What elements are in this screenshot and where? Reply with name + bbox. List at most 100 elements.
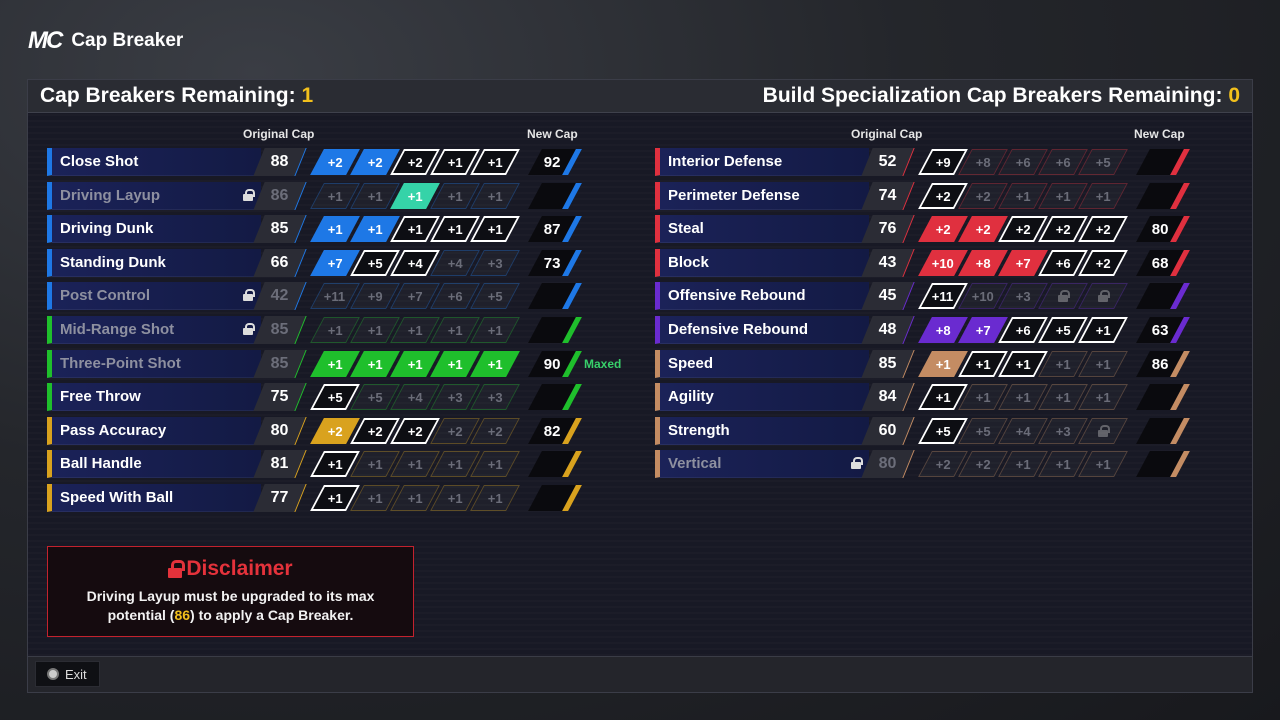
original-cap-value: 80 — [253, 416, 307, 445]
attribute-name-text: Defensive Rebound — [668, 321, 809, 338]
new-cap-value — [528, 317, 582, 343]
pill-value: +1 — [447, 188, 463, 204]
original-cap-text: 77 — [270, 489, 289, 506]
lock-icon — [851, 457, 863, 470]
pill-value: +1 — [327, 221, 343, 237]
original-cap-value: 52 — [861, 148, 915, 176]
new-cap-text: 86 — [1151, 355, 1169, 373]
attribute-name-text: Interior Defense — [668, 153, 783, 170]
pill-value: +1 — [327, 322, 343, 338]
original-cap-value: 88 — [253, 148, 307, 176]
attribute-name: Block — [655, 248, 869, 277]
pill-value: +1 — [1055, 456, 1071, 472]
original-cap-text: 52 — [878, 153, 897, 170]
exit-button[interactable]: Exit — [35, 661, 100, 687]
attribute-name-text: Speed — [668, 354, 714, 372]
attribute-name-text: Ball Handle — [60, 455, 142, 473]
pill-value: +2 — [1095, 255, 1111, 271]
new-cap-text: 87 — [543, 220, 561, 238]
pill-value: +1 — [367, 456, 383, 472]
maxed-label: Maxed — [584, 356, 622, 371]
attribute-name-text: Driving Dunk — [60, 220, 154, 238]
top-bar: MC Cap Breaker — [28, 27, 183, 54]
pill-value: +2 — [487, 423, 503, 439]
original-cap-value: 84 — [861, 383, 915, 412]
attribute-name-text: Mid-Range Shot — [60, 321, 175, 338]
cap-breakers-remaining: Cap Breakers Remaining: 1 — [40, 84, 313, 108]
original-cap-text: 85 — [270, 321, 289, 338]
circle-button-icon — [47, 668, 59, 680]
original-cap-text: 85 — [270, 220, 289, 238]
new-cap-header-right: New Cap — [1134, 127, 1185, 141]
pill-value: +9 — [367, 288, 383, 304]
new-cap-text: 68 — [1151, 254, 1169, 272]
disclaimer-box: Disclaimer Driving Layup must be upgrade… — [47, 546, 414, 637]
pill-value: +2 — [1095, 221, 1111, 237]
cap-breaker-pills: +11+9+7+6+5 — [310, 283, 520, 310]
lock-icon — [243, 188, 255, 201]
attribute-name: Driving Layup — [47, 181, 261, 210]
pill-value: +2 — [975, 221, 991, 237]
original-cap-value: 85 — [253, 215, 307, 244]
pill-value: +3 — [487, 255, 503, 271]
pill-value: +2 — [935, 456, 951, 472]
disclaimer-line-1: Driving Layup must be upgraded to its ma… — [86, 588, 375, 604]
pill-value: +1 — [935, 356, 951, 372]
attribute-name-text: Close Shot — [60, 153, 139, 170]
pill-value: +10 — [971, 288, 995, 304]
original-cap-value: 76 — [861, 215, 915, 244]
original-cap-value: 45 — [861, 282, 915, 311]
original-cap-value: 85 — [253, 349, 307, 378]
original-cap-value: 75 — [253, 383, 307, 412]
pill-value: +6 — [1055, 154, 1071, 170]
pill-value: +4 — [407, 389, 423, 405]
attribute-name-text: Agility — [668, 388, 714, 406]
disclaimer-title-text: Disclaimer — [186, 557, 293, 580]
panel-footer: Exit — [28, 656, 1252, 692]
original-cap-value: 74 — [861, 181, 915, 210]
attribute-name: Speed — [655, 349, 869, 378]
pill-value: +1 — [407, 356, 423, 372]
cap-breaker-pills: +1+1+1+1+1 — [310, 182, 520, 209]
pill-value: +6 — [1015, 322, 1031, 338]
disclaimer-max-value: 86 — [174, 607, 191, 623]
panel-header: Cap Breakers Remaining: 1 Build Speciali… — [28, 80, 1252, 113]
pill-value: +1 — [1015, 356, 1031, 372]
attribute-name-text: Block — [668, 253, 709, 271]
cap-breaker-pills: +2+2+2+1+1 — [310, 149, 520, 175]
original-cap-text: 66 — [270, 253, 289, 271]
pill-value: +2 — [367, 154, 383, 170]
pill-value: +2 — [407, 423, 423, 439]
attribute-name: Pass Accuracy — [47, 416, 261, 445]
original-cap-value: 60 — [861, 416, 915, 445]
pill-value: +1 — [1055, 188, 1071, 204]
pill-value: +7 — [975, 322, 991, 338]
pill-value: +11 — [324, 288, 346, 304]
pill-value: +9 — [935, 154, 951, 170]
original-cap-text: 85 — [270, 354, 289, 372]
pill-value: +1 — [367, 490, 383, 506]
pill-value: +1 — [407, 188, 423, 204]
new-cap-text: 63 — [1151, 321, 1169, 339]
